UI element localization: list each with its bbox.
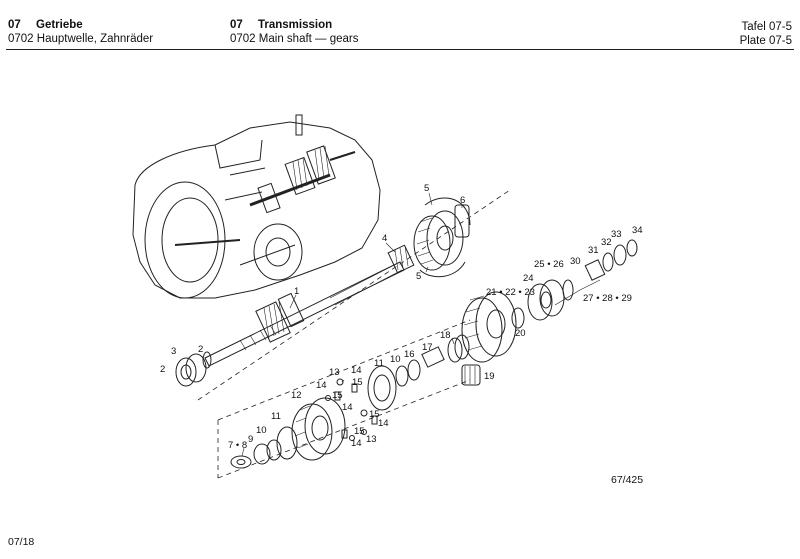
callout-21-23: 21 • 22 • 23: [486, 287, 535, 298]
callout-19: 19: [484, 371, 495, 382]
plate-number-de: Tafel 07-5: [741, 21, 792, 33]
callout-12: 12: [291, 390, 302, 401]
subgroup-title-de: Hauptwelle, Zahnräder: [36, 33, 154, 45]
housing-gears: [257, 145, 336, 214]
callout-34: 34: [632, 225, 643, 236]
callout-7-8: 7 • 8: [228, 440, 247, 451]
subgroup-title-en: Main shaft — gears: [258, 33, 359, 45]
callout-16: 16: [404, 349, 415, 360]
ring-25-26: [562, 279, 574, 301]
ring-10-16: [395, 359, 421, 387]
callout-17: 17: [422, 342, 433, 353]
gear-1: [255, 292, 305, 343]
springs-and-pins: [325, 378, 378, 441]
group-number: 07: [8, 19, 21, 31]
callout-14b: 14: [316, 380, 327, 391]
callout-25-26: 25 • 26: [534, 259, 564, 270]
callout-15b: 15: [332, 390, 343, 401]
callout-32: 32: [601, 237, 612, 248]
washer-21-23: [511, 307, 525, 329]
callout-13b: 13: [366, 434, 377, 445]
callout-15a: 15: [352, 377, 363, 388]
callout-5a: 5: [424, 183, 429, 194]
callout-33: 33: [611, 229, 622, 240]
header-divider: [6, 49, 794, 50]
plate-number-en: Plate 07-5: [739, 35, 792, 47]
group-boundary-lines: [197, 189, 511, 479]
synchro-ring-11: [276, 426, 298, 460]
callout-14a: 14: [351, 365, 362, 376]
ring-2: [202, 351, 212, 369]
gear-cluster-5-6: [413, 197, 471, 278]
callout-11b: 11: [374, 358, 384, 369]
callout-11a: 11: [271, 411, 281, 422]
callout-3: 3: [171, 346, 176, 357]
drawing-reference: 67/425: [611, 474, 644, 486]
callout-31: 31: [588, 245, 599, 256]
exploded-view-diagram: 1 2 3 2 4 5 5 6 7 • 8 9 10 11 12 13 14 1…: [132, 114, 643, 479]
header-right: Tafel 07-5 Plate 07-5: [740, 20, 792, 48]
callout-20: 20: [515, 328, 526, 339]
callout-30: 30: [570, 256, 581, 267]
callout-14c: 14: [342, 402, 353, 413]
group-title-en: Transmission: [258, 19, 333, 31]
callout-2: 2: [198, 344, 203, 355]
callout-18: 18: [440, 330, 451, 341]
page-number: 07/18: [8, 536, 35, 548]
sleeve-17: [421, 346, 445, 368]
header-left: 07 Getriebe 0702 Hauptwelle, Zahnräder: [8, 18, 153, 46]
callout-24: 24: [523, 273, 534, 284]
group-title-de: Getriebe: [36, 19, 83, 31]
callout-13a: 13: [329, 367, 340, 378]
callout-10b: 10: [390, 354, 401, 365]
callout-9: 9: [248, 434, 253, 445]
callout-27-29: 27 • 28 • 29: [583, 293, 632, 304]
callout-15d: 15: [354, 426, 365, 437]
callout-15c: 15: [369, 409, 380, 420]
group-number-en: 07: [230, 19, 243, 31]
ring-9-10: [253, 439, 282, 465]
main-shaft: [204, 261, 405, 367]
callout-1: 1: [294, 286, 299, 297]
bearing-24: [527, 279, 565, 321]
subgroup-number: 0702: [8, 33, 34, 45]
header-middle: 07 Transmission 0702 Main shaft — gears: [230, 18, 359, 46]
parts-30-34: [584, 239, 638, 281]
callout-6: 6: [460, 195, 465, 206]
callout-5b: 5: [416, 271, 421, 282]
callout-4: 4: [382, 233, 387, 244]
callout-14d: 14: [378, 418, 389, 429]
gearbox-housing: [132, 114, 381, 299]
callout-10a: 10: [256, 425, 267, 436]
callout-14e: 14: [351, 438, 362, 449]
subgroup-number-en: 0702: [230, 33, 256, 45]
needle-bearing-19: [461, 364, 481, 386]
callouts: 1 2 3 2 4 5 5 6 7 • 8 9 10 11 12 13 14 1…: [160, 183, 643, 451]
gear-20: [461, 291, 517, 363]
synchro-hub-12: [291, 397, 346, 461]
callout-2b: 2: [160, 364, 165, 375]
washer-7-8: [230, 455, 252, 469]
needle-bearing-4: [387, 244, 415, 274]
bearing-3: [175, 353, 207, 387]
leader-lines: [241, 192, 463, 457]
synchro-ring-11-upper: [367, 365, 397, 411]
